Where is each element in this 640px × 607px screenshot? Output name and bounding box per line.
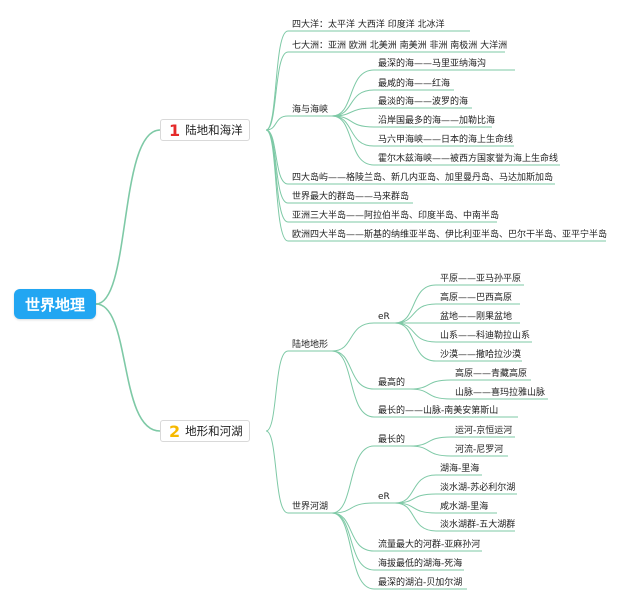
branch-land-and-ocean[interactable]: 1 陆地和海洋 (160, 119, 250, 141)
node-canal[interactable]: 运河-京恒运河 (455, 426, 513, 436)
branch-number-2: 2 (169, 421, 181, 441)
node-longest-mountains[interactable]: 最长的——山脉-南美安第斯山 (378, 406, 499, 416)
node-hormuz-strait[interactable]: 霍尔木兹海峡——被西方国家誉为海上生命线 (378, 154, 559, 164)
connector (331, 115, 375, 166)
connector (331, 89, 375, 117)
connector (394, 284, 437, 324)
node-most-coastal-sea[interactable]: 沿岸国最多的海——加勒比海 (378, 116, 496, 126)
connector (394, 303, 437, 324)
branch-number-1: 1 (169, 120, 181, 140)
connector (265, 350, 289, 432)
node-saltwater-lake[interactable]: 咸水湖-里海 (440, 502, 489, 512)
connector (95, 129, 161, 305)
node-europe-peninsulas[interactable]: 欧洲四大半岛——斯基的纳维亚半岛、伊比利亚半岛、巴尔干半岛、亚平宁半岛 (292, 230, 608, 240)
connector (409, 388, 452, 400)
node-highest[interactable]: 最高的 (378, 378, 406, 388)
node-mountain-system[interactable]: 山系——科迪勒拉山系 (440, 331, 531, 341)
node-world-waters[interactable]: 世界河湖 (292, 502, 329, 512)
connector (394, 322, 437, 343)
node-longest-waters[interactable]: 最长的 (378, 435, 406, 445)
connector (331, 502, 375, 514)
node-desert[interactable]: 沙漠——撒哈拉沙漠 (440, 350, 522, 360)
connector (265, 51, 289, 131)
node-basin[interactable]: 盆地——刚果盆地 (440, 312, 513, 322)
node-asia-peninsulas[interactable]: 亚洲三大半岛——阿拉伯半岛、印度半岛、中南半岛 (292, 211, 500, 221)
connector (394, 322, 437, 362)
node-plateau[interactable]: 高原——巴西高原 (440, 293, 513, 303)
node-saltiest-sea[interactable]: 最咸的海——红海 (378, 79, 451, 89)
root-topic[interactable]: 世界地理 (14, 289, 96, 319)
branch-label: 陆地和海洋 (185, 123, 243, 137)
connector (409, 379, 452, 390)
connector (331, 512, 375, 571)
connector (331, 350, 375, 418)
node-river[interactable]: 河流-尼罗河 (455, 445, 504, 455)
connector (331, 115, 375, 147)
node-er-lakes[interactable]: eR (378, 492, 390, 502)
node-largest-flow-river[interactable]: 流量最大的河群-亚麻孙河 (378, 540, 481, 550)
connector (265, 30, 289, 131)
node-plain[interactable]: 平原——亚马孙平原 (440, 274, 522, 284)
connector (394, 474, 437, 504)
connector (409, 445, 452, 457)
node-highest-plateau[interactable]: 高原——青藏高原 (455, 369, 528, 379)
node-malacca-strait[interactable]: 马六甲海峡——日本的海上生命线 (378, 135, 514, 145)
connector (331, 350, 375, 390)
node-lake-group[interactable]: 淡水湖群-五大湖群 (440, 520, 516, 530)
connector (409, 436, 452, 447)
node-er-terrain[interactable]: eR (378, 312, 390, 322)
node-four-islands[interactable]: 四大岛屿——格陵兰岛、新几内亚岛、加里曼丹岛、马达加斯加岛 (292, 173, 554, 183)
branch-label: 地形和河湖 (185, 424, 243, 438)
connector (331, 445, 375, 514)
node-freshest-sea[interactable]: 最淡的海——波罗的海 (378, 97, 469, 107)
connector (95, 303, 161, 432)
node-freshwater-lake[interactable]: 淡水湖-苏必利尔湖 (440, 483, 516, 493)
node-land-terrain[interactable]: 陆地地形 (292, 340, 329, 350)
node-seas-and-straits[interactable]: 海与海峡 (292, 105, 329, 115)
node-lowest-lake[interactable]: 海拔最低的湖海-死海 (378, 559, 463, 569)
connector (394, 502, 437, 514)
node-seven-continents[interactable]: 七大洲：亚洲 欧洲 北美洲 南美洲 非洲 南极洲 大洋洲 (292, 41, 508, 51)
node-four-oceans[interactable]: 四大洋：太平洋 大西洋 印度洋 北冰洋 (292, 20, 445, 30)
node-lake-sea[interactable]: 湖海-里海 (440, 464, 480, 474)
node-largest-archipelago[interactable]: 世界最大的群岛——马来群岛 (292, 192, 410, 202)
node-deepest-lake[interactable]: 最深的湖泊-贝加尔湖 (378, 578, 463, 588)
connector (331, 512, 375, 590)
connector (331, 322, 375, 352)
node-highest-mountains[interactable]: 山脉——喜玛拉雅山脉 (455, 388, 546, 398)
connector (265, 430, 289, 514)
branch-terrain-and-waters[interactable]: 2 地形和河湖 (160, 420, 250, 442)
connector (394, 502, 437, 532)
connector (331, 69, 375, 117)
node-deepest-sea[interactable]: 最深的海——马里亚纳海沟 (378, 59, 487, 69)
connector (265, 115, 289, 131)
connector (265, 129, 289, 242)
